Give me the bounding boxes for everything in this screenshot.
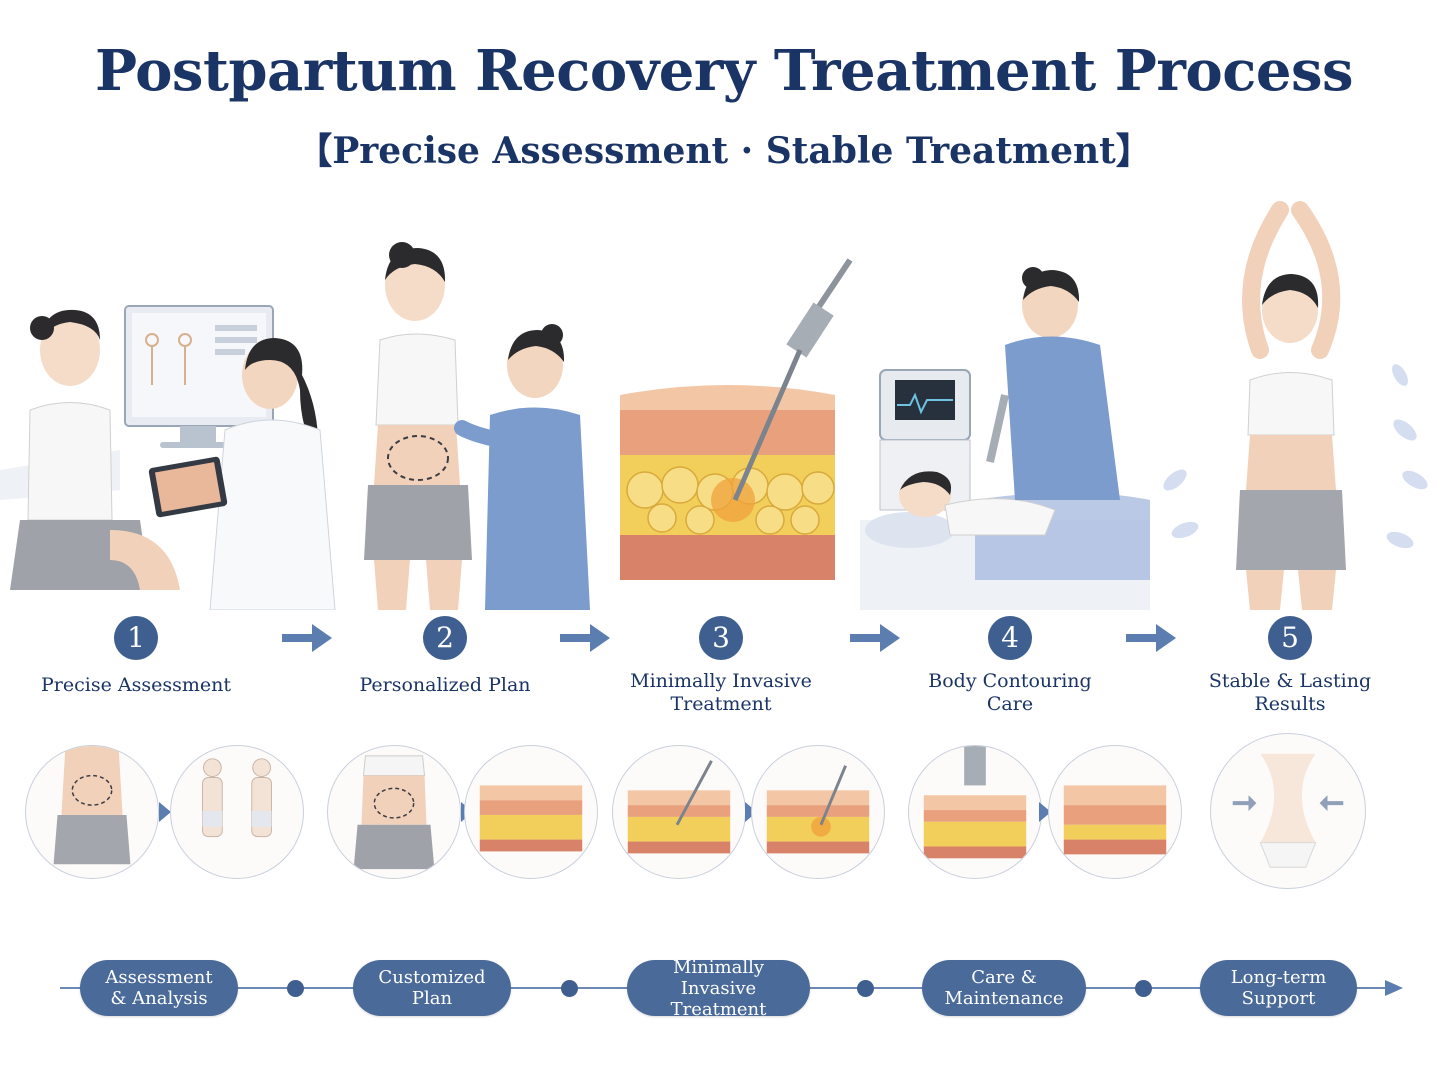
thumb-tightened-tissue (1048, 745, 1182, 879)
step-arrow-icon (850, 624, 900, 652)
timeline-pill-label: Minimally Invasive Treatment (670, 956, 767, 1020)
step-label-5: Stable & Lasting Results (1208, 670, 1372, 715)
timeline-dot (561, 980, 578, 997)
step-label-2: Personalized Plan (359, 674, 531, 696)
thumb-slim-waist (1210, 733, 1366, 889)
timeline-dot (857, 980, 874, 997)
timeline-dot (1135, 980, 1152, 997)
step-label-1: Precise Assessment (41, 674, 231, 696)
step-arrow-icon (282, 624, 332, 652)
step-arrow-icon (560, 624, 610, 652)
timeline-pill-care: Care & Maintenance (922, 960, 1086, 1016)
thumb-cannula-fat-removal (751, 745, 885, 879)
thumb-cannula-tissue (612, 745, 746, 879)
step-label-4: Body Contouring Care (928, 670, 1092, 715)
timeline-pill-label: Care & Maintenance (944, 967, 1064, 1009)
page-title: Postpartum Recovery Treatment Process (94, 38, 1354, 104)
timeline-dot (287, 980, 304, 997)
step-number-1: 1 (114, 616, 158, 660)
scene-contouring-device-illustration (855, 200, 1150, 610)
thumb-device-on-tissue (908, 745, 1042, 879)
scene-tissue-cannula-illustration (600, 200, 855, 610)
step-number-3: 3 (699, 616, 743, 660)
arrow-right-icon (1319, 795, 1344, 811)
step-label-3: Minimally Invasive Treatment (630, 670, 812, 715)
timeline-pill-label: Assessment & Analysis (105, 967, 213, 1009)
thumb-body-front-back (170, 745, 304, 879)
step-number-4: 4 (988, 616, 1032, 660)
scene-consultation-illustration (0, 200, 340, 610)
step-arrow-icon (1126, 624, 1176, 652)
timeline-pill-support: Long-term Support (1200, 960, 1357, 1016)
step-number-5: 5 (1268, 616, 1312, 660)
timeline-pill-label: Long-term Support (1230, 967, 1327, 1009)
timeline-pill-label: Customized Plan (378, 967, 486, 1009)
step-number-2: 2 (423, 616, 467, 660)
page-subtitle: 【Precise Assessment · Stable Treatment】 (296, 130, 1152, 172)
thumb-torso-marking (25, 745, 159, 879)
scene-stretching-woman-illustration (1150, 200, 1448, 610)
thumb-torso-plan (327, 745, 461, 879)
thumb-arrow-icon (159, 802, 171, 822)
thumb-arrow-icon (1039, 802, 1051, 822)
timeline-pill-assessment: Assessment & Analysis (80, 960, 238, 1016)
arrow-left-icon (1232, 795, 1257, 811)
thumb-tissue-layers (464, 745, 598, 879)
timeline-pill-plan: Customized Plan (353, 960, 511, 1016)
scene-body-marking-illustration (340, 200, 600, 610)
timeline-pill-treatment: Minimally Invasive Treatment (627, 957, 810, 1020)
